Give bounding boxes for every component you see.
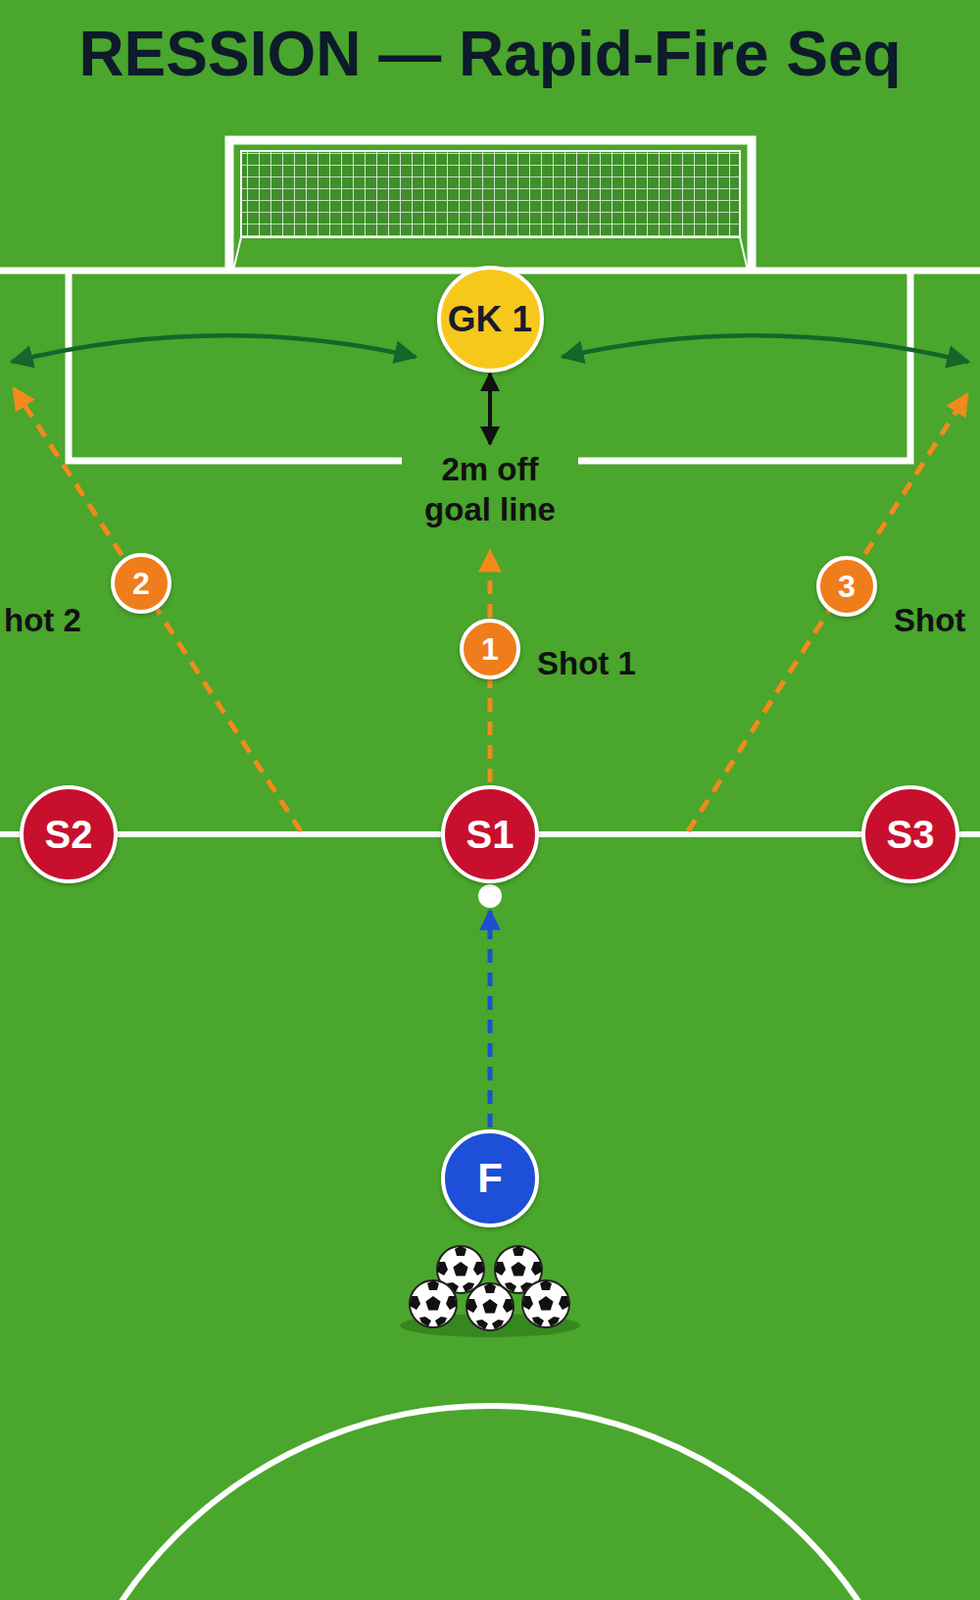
callout-number: 2 [110,552,172,614]
gk-shuffle-arrow [562,335,969,362]
goalkeeper-circle: GK 1 [437,265,544,373]
goal-net [241,150,740,238]
shot-label: Shot 1 [537,642,637,684]
ball-marker [478,883,502,908]
node-text: 2 [132,567,150,599]
node-text: S2 [45,814,94,854]
node-text: S1 [466,814,515,854]
shooter-circle: S2 [19,784,118,883]
callout-number: 3 [816,555,878,617]
ball [522,1279,570,1327]
callout-number: 1 [459,618,521,680]
node-text: GK 1 [447,300,533,338]
shot-path [687,393,968,832]
node-text: S3 [886,814,935,854]
centre-circle [45,1405,935,1600]
shooter-circle: S1 [441,784,539,883]
ball [466,1282,514,1330]
goal-frame [229,140,752,271]
node-text: 1 [481,633,499,665]
node-text: F [477,1157,503,1199]
feed-pass-arrow [488,910,493,1127]
ball [409,1279,457,1327]
node-text: 3 [837,570,856,602]
feeder-circle: F [441,1128,539,1227]
dimension-arrow [488,373,492,444]
gk-shuffle-arrow [11,335,416,362]
net-back [241,150,740,238]
shooter-circle: S3 [861,784,960,883]
shot-label: Shot [893,599,966,640]
dimension-label: 2m off goal line [401,446,579,533]
title: RESSION — Rapid-Fire Seq [0,17,980,91]
shot-label: hot 2 [3,599,82,640]
